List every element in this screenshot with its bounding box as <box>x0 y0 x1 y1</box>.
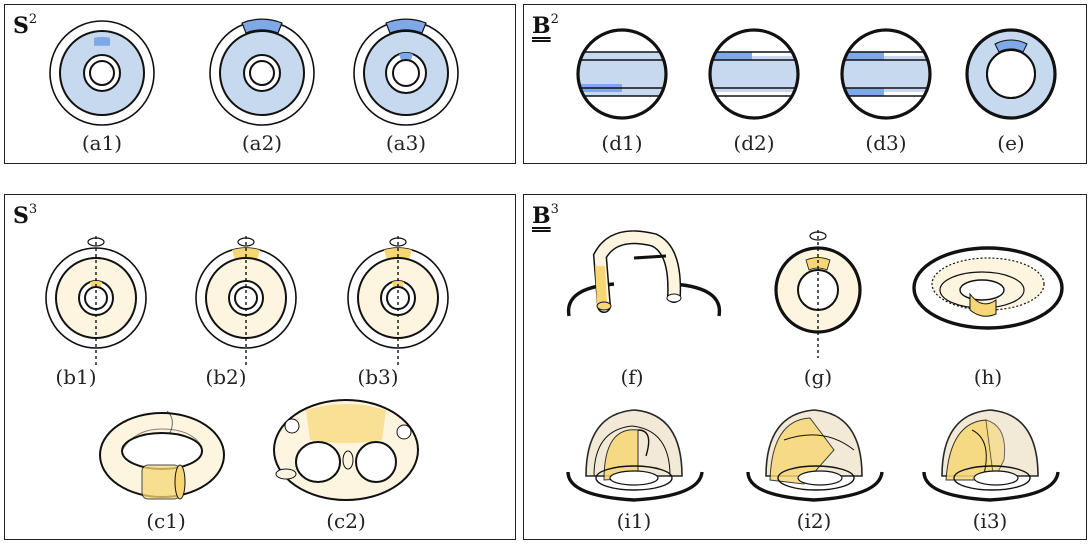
label-g: (g) <box>804 365 832 389</box>
diagram-i2 <box>746 409 884 502</box>
diagram-i1 <box>566 409 704 502</box>
label-d1: (d1) <box>601 131 642 155</box>
panel-s2-title: S2 <box>13 11 38 39</box>
panel-b3-title: B3 <box>532 201 559 229</box>
diagram-i3 <box>922 409 1060 502</box>
label-i1: (i1) <box>617 509 652 533</box>
diagram-c1 <box>99 410 225 500</box>
diagram-a3 <box>353 18 459 126</box>
label-a2: (a2) <box>242 131 282 155</box>
label-b3: (b3) <box>357 365 398 389</box>
diagram-d1 <box>576 28 668 120</box>
diagram-d3 <box>840 28 932 120</box>
label-d2: (d2) <box>733 131 774 155</box>
diagram-b1 <box>45 236 147 368</box>
label-c2: (c2) <box>326 509 366 533</box>
label-i3: (i3) <box>973 509 1008 533</box>
label-f: (f) <box>620 365 643 389</box>
diagram-g <box>774 230 862 358</box>
diagram-c2 <box>273 399 419 501</box>
label-a3: (a3) <box>386 131 426 155</box>
diagram-b2 <box>195 236 297 368</box>
panel-b2-title: B2 <box>532 11 559 39</box>
diagram-f <box>566 230 722 317</box>
diagram-e <box>965 28 1057 120</box>
label-b2: (b2) <box>205 365 246 389</box>
label-c1: (c1) <box>146 509 186 533</box>
diagram-a1 <box>49 20 155 126</box>
diagram-d2 <box>708 28 800 120</box>
label-a1: (a1) <box>82 131 122 155</box>
label-i2: (i2) <box>797 509 832 533</box>
label-d3: (d3) <box>865 131 906 155</box>
panel-s3-title: S3 <box>13 201 38 229</box>
label-e: (e) <box>997 131 1024 155</box>
diagram-a2 <box>209 18 315 126</box>
diagram-b3 <box>347 236 449 368</box>
label-b1: (b1) <box>55 365 96 389</box>
label-h: (h) <box>974 365 1003 389</box>
diagram-h <box>912 246 1064 330</box>
